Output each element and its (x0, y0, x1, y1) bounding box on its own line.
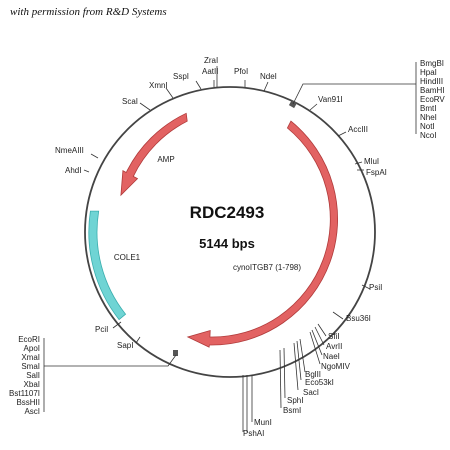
site-psii: PsiI (369, 283, 382, 292)
site-zrai: ZraI (204, 56, 218, 65)
site-scai: ScaI (122, 97, 138, 106)
site-bglii: BglII (305, 370, 321, 379)
site-naei: NaeI (323, 352, 340, 361)
mcs-top-item: EcoRV (420, 95, 445, 104)
mcs-bottom-item: EcoRI (18, 335, 40, 344)
mcs-bottom-list: EcoRI ApoI XmaI SmaI SalI XbaI Bst1107I … (9, 335, 40, 416)
site-xmni: XmnI (149, 81, 168, 90)
mcs-bottom-item: ApoI (24, 344, 40, 353)
mcs-bottom-item: SmaI (21, 362, 40, 371)
amp-label: AMP (157, 155, 174, 164)
site-pfoi: PfoI (234, 67, 248, 76)
insert-arrow (186, 120, 338, 348)
site-fspai: FspAI (366, 168, 387, 177)
site-sfii: SfiI (328, 332, 340, 341)
mcs-top-item: HpaI (420, 68, 437, 77)
site-sspi: SspI (173, 72, 189, 81)
site-sphi: SphI (287, 396, 303, 405)
mcs-top-list: BmgBI HpaI HindIII BamHI EcoRV BmtI NheI… (420, 59, 445, 140)
mcs-top-item: BmtI (420, 104, 436, 113)
mcs-bottom-item: SalI (26, 371, 40, 380)
plasmid-size: 5144 bps (199, 236, 255, 251)
site-saci: SacI (303, 388, 319, 397)
site-pshai: PshAI (243, 429, 264, 438)
site-sapi: SapI (117, 341, 133, 350)
site-mlui: MluI (364, 157, 379, 166)
site-ahdi: AhdI (65, 166, 81, 175)
site-pcii: PciI (95, 325, 108, 334)
site-bsmi: BsmI (283, 406, 301, 415)
mcs-top-item: HindIII (420, 77, 443, 86)
site-ndei: NdeI (260, 72, 277, 81)
site-aatii: AatII (202, 67, 218, 76)
site-avrii: AvrII (326, 342, 342, 351)
plasmid-name: RDC2493 (190, 203, 265, 222)
cole1-label: COLE1 (114, 253, 141, 262)
mcs-top-item: BmgBI (420, 59, 444, 68)
amp-arrow (120, 112, 188, 197)
mcs-bottom-item: Bst1107I (9, 389, 40, 398)
site-bsu36i: Bsu36I (346, 314, 371, 323)
site-van91i: Van91I (318, 95, 343, 104)
site-eco53ki: Eco53kI (305, 378, 334, 387)
mcs-bottom-item: AscI (24, 407, 40, 416)
site-muni: MunI (254, 418, 272, 427)
site-nmeaiii: NmeAIII (55, 146, 84, 155)
mcs-top-item: NotI (420, 122, 435, 131)
insert-label: cynoITGB7 (1-798) (233, 263, 301, 272)
mcs-top-item: NcoI (420, 131, 436, 140)
mcs-top-item: BamHI (420, 86, 444, 95)
site-acciii: AccIII (348, 125, 368, 134)
mcs-bottom-item: XmaI (21, 353, 40, 362)
site-ngomiv: NgoMIV (321, 362, 351, 371)
plasmid-backbone (84, 86, 376, 378)
mcs-marker-bottom (173, 350, 178, 356)
cole1-feature (88, 210, 127, 321)
mcs-bottom-item: BssHII (16, 398, 40, 407)
credit-note: with permission from R&D Systems (10, 6, 167, 18)
mcs-bottom-item: XbaI (24, 380, 40, 389)
mcs-top-item: NheI (420, 113, 437, 122)
